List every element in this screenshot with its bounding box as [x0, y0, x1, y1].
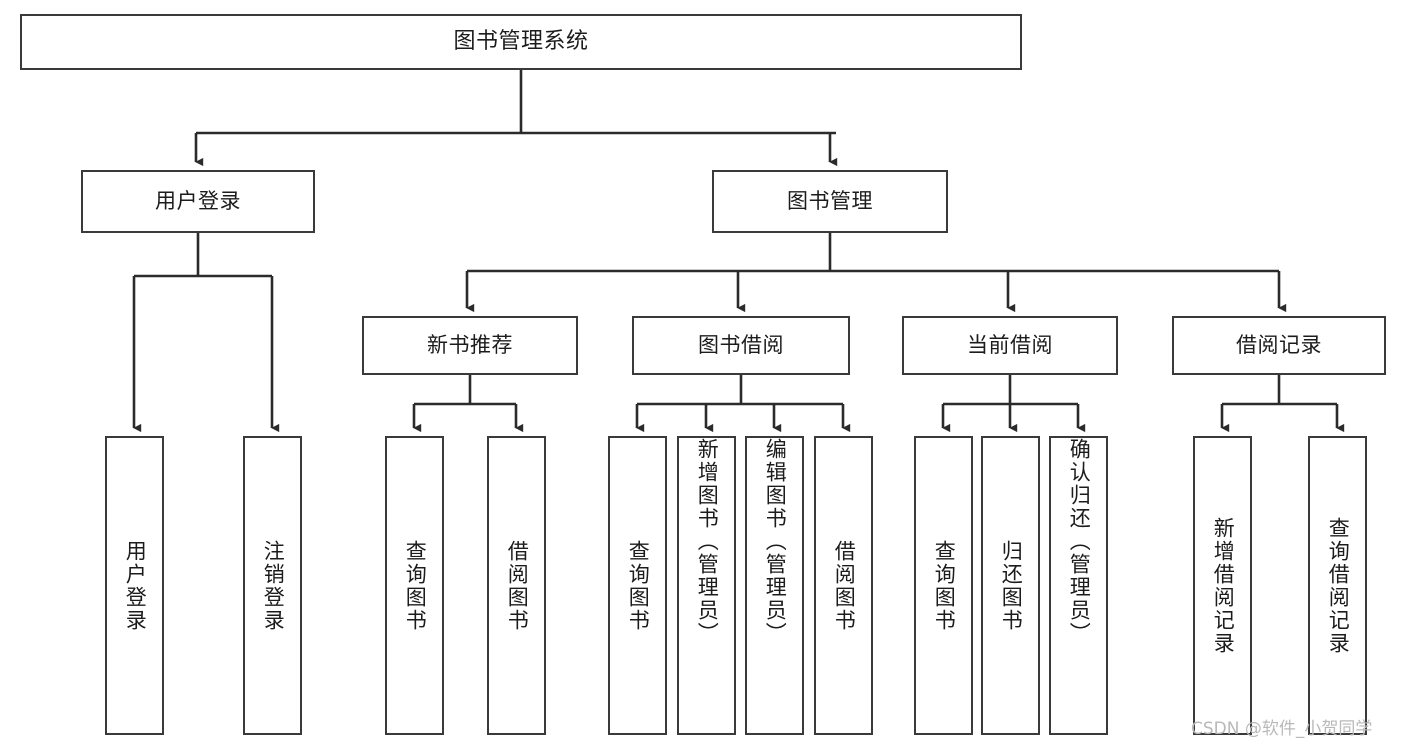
node-user-login[interactable]: 用户登录 [81, 170, 315, 233]
node-root-system[interactable]: 图书管理系统 [20, 14, 1022, 70]
leaf-return-book[interactable]: 归还图书 [981, 436, 1040, 735]
leaf-confirm-return[interactable]: 确认归还（管理员） [1049, 436, 1108, 735]
node-book-manage[interactable]: 图书管理 [712, 170, 948, 233]
node-label: 确认归还（管理员） [1067, 438, 1092, 645]
node-label: 新增借阅记录 [1211, 516, 1236, 655]
leaf-borrow-book-1[interactable]: 借阅图书 [487, 436, 546, 735]
node-label: 归还图书 [999, 539, 1024, 632]
node-label: 注销登录 [261, 539, 286, 632]
leaf-query-book-2[interactable]: 查询图书 [608, 436, 667, 735]
node-label: 新书推荐 [427, 333, 513, 358]
node-label: 查询图书 [403, 539, 428, 632]
node-book-borrow[interactable]: 图书借阅 [632, 316, 850, 375]
node-label: 用户登录 [123, 539, 148, 632]
leaf-query-book-1[interactable]: 查询图书 [385, 436, 444, 735]
node-label: 查询借阅记录 [1326, 516, 1351, 655]
node-label: 借阅图书 [832, 539, 857, 632]
leaf-edit-book[interactable]: 编辑图书（管理员） [745, 436, 804, 735]
csdn-watermark: CSDN @软件_小贺同学 [1191, 719, 1373, 739]
node-label: 查询图书 [626, 539, 651, 632]
node-borrow-record[interactable]: 借阅记录 [1172, 316, 1386, 375]
node-label: 借阅图书 [505, 539, 530, 632]
node-label: 借阅记录 [1236, 333, 1322, 358]
node-label: 查询图书 [932, 539, 957, 632]
leaf-user-login[interactable]: 用户登录 [105, 436, 164, 735]
node-label: 当前借阅 [967, 333, 1053, 358]
node-label: 编辑图书（管理员） [763, 438, 788, 645]
node-label: 图书借阅 [698, 333, 784, 358]
leaf-add-book[interactable]: 新增图书（管理员） [677, 436, 736, 735]
node-current-borrow[interactable]: 当前借阅 [902, 316, 1118, 375]
leaf-query-record[interactable]: 查询借阅记录 [1308, 436, 1367, 735]
node-label: 图书管理 [787, 189, 873, 214]
leaf-query-book-3[interactable]: 查询图书 [914, 436, 973, 735]
node-label: 用户登录 [155, 189, 241, 214]
node-new-book-rec[interactable]: 新书推荐 [362, 316, 578, 375]
leaf-user-logout[interactable]: 注销登录 [243, 436, 302, 735]
leaf-add-record[interactable]: 新增借阅记录 [1193, 436, 1252, 735]
leaf-borrow-book-2[interactable]: 借阅图书 [814, 436, 873, 735]
node-label: 图书管理系统 [453, 29, 589, 55]
node-label: 新增图书（管理员） [695, 438, 720, 645]
